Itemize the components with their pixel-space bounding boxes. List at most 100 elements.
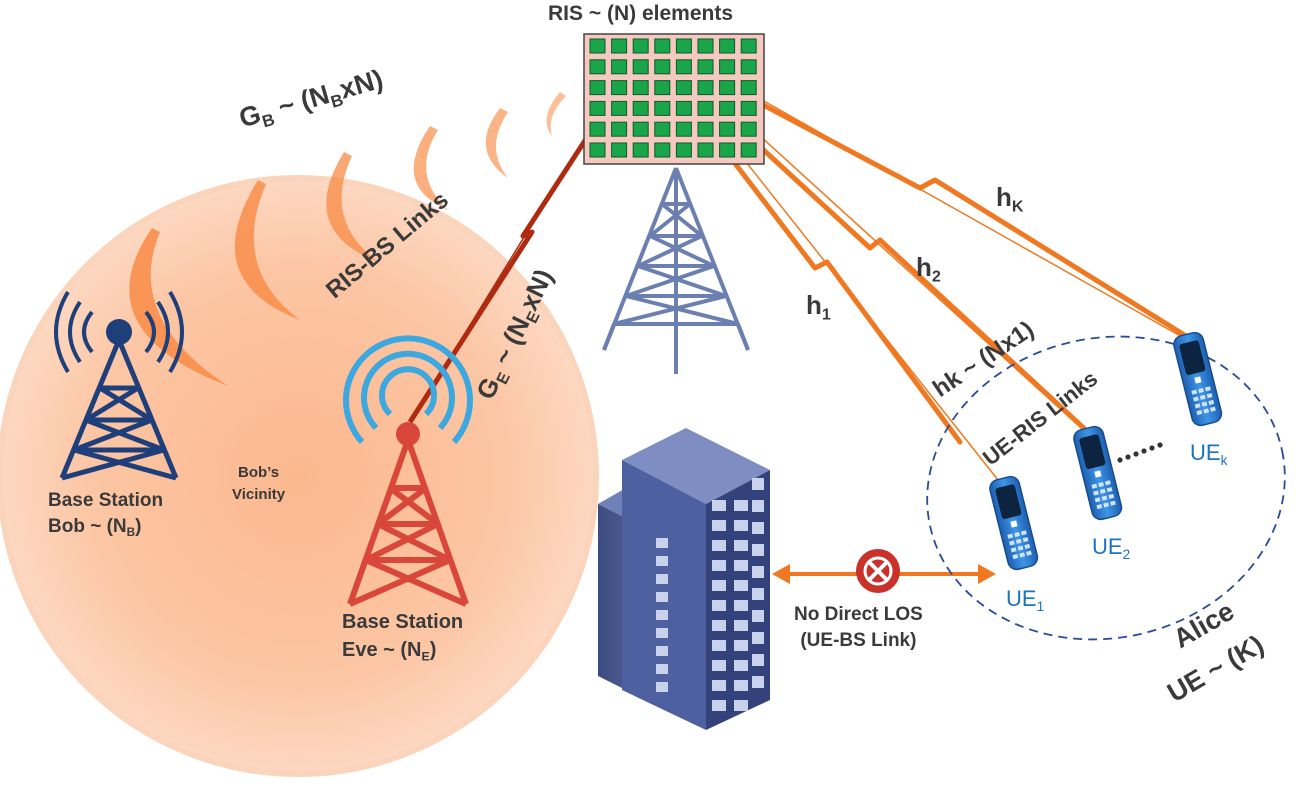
ris-element (675, 59, 692, 75)
ris-element (654, 121, 671, 137)
building-window (752, 566, 764, 578)
ris-element (719, 38, 736, 54)
ris-element (740, 38, 757, 54)
building-window (734, 580, 748, 591)
building-window (712, 520, 726, 531)
ris-element (697, 59, 714, 75)
ris-element (740, 80, 757, 96)
building-window (656, 574, 668, 584)
building-window (734, 500, 748, 511)
bob-line2-prefix: Bob ~ (N (48, 516, 127, 537)
phone-uek-icon (1173, 331, 1223, 427)
bob-vicinity-line1: Bob’s (237, 464, 280, 481)
building-window (752, 654, 764, 666)
uek-main: UE (1190, 440, 1221, 465)
ris-element (589, 142, 606, 158)
bob-tower (54, 290, 184, 481)
building-window (734, 680, 748, 691)
blocked-x-icon (856, 549, 900, 593)
ris-element (697, 121, 714, 137)
bob-label: Base Station Bob ~ (NB) (48, 488, 163, 540)
bob-line2-suffix: ) (135, 516, 142, 537)
building-window (712, 580, 726, 591)
ris-title: RIS ~ (N) elements (548, 2, 733, 26)
building-window (712, 640, 726, 651)
building-window (752, 632, 764, 644)
building-window (734, 660, 748, 671)
ue1-main: UE (1006, 586, 1037, 611)
building-window (734, 640, 748, 651)
building-window (734, 560, 748, 571)
uek-label: UEk (1190, 440, 1228, 468)
building-window (656, 628, 668, 638)
ris-element (611, 59, 628, 75)
ris-element (740, 100, 757, 116)
link-hk (679, 59, 1189, 339)
ris-element (611, 121, 628, 137)
link-h2 (665, 59, 1091, 435)
building-window (734, 540, 748, 551)
phone-ue1-icon (989, 475, 1039, 571)
ue2-main: UE (1092, 534, 1123, 559)
ris-panel (583, 33, 765, 165)
bob-line2-sub: B (126, 526, 136, 540)
building-window (752, 500, 764, 512)
no-los-line2: (UE-BS Link) (800, 630, 917, 651)
ris-element (675, 38, 692, 54)
h2-sub: 2 (931, 267, 941, 286)
building-window (656, 664, 668, 674)
ris-element (719, 59, 736, 75)
ris-element (589, 59, 606, 75)
building-window (712, 660, 726, 671)
building-window (752, 522, 764, 534)
ris-element (740, 121, 757, 137)
building-window (712, 500, 726, 511)
h1-main: h (806, 290, 822, 320)
eve-line2-sub: E (421, 649, 430, 664)
ris-element (654, 38, 671, 54)
ris-element (632, 142, 649, 158)
ris-element (654, 142, 671, 158)
building-window (734, 620, 748, 631)
ris-element (675, 121, 692, 137)
eve-label-line2: Eve ~ (NE) (342, 636, 463, 664)
ris-element (675, 80, 692, 96)
eve-line2-prefix: Eve ~ (N (342, 639, 422, 661)
building-window (656, 682, 668, 692)
ris-element (589, 38, 606, 54)
eve-label-line1: Base Station (342, 611, 464, 633)
ue2-sub: 2 (1122, 546, 1131, 562)
ris-title-tilde: ~ (588, 2, 602, 25)
ris-element (589, 100, 606, 116)
building-window (734, 700, 748, 711)
ris-title-prefix: RIS (548, 2, 584, 25)
ris-element (719, 80, 736, 96)
building-window (656, 538, 668, 548)
bob-label-line2: Bob ~ (NB) (48, 514, 163, 540)
ris-element (611, 100, 628, 116)
building-window (752, 610, 764, 622)
building-window (752, 588, 764, 600)
ris-element (675, 100, 692, 116)
ris-element (611, 38, 628, 54)
building-window (656, 646, 668, 656)
ellipsis-dots (1117, 442, 1163, 463)
building-window (734, 600, 748, 611)
hk-channel-label: hK (996, 182, 1024, 215)
ris-eve-link (407, 60, 639, 424)
ris-element (740, 59, 757, 75)
ris-element (632, 121, 649, 137)
ris-element (589, 121, 606, 137)
building-window (656, 610, 668, 620)
ris-element (611, 142, 628, 158)
h2-channel-label: h2 (916, 252, 941, 286)
building-icon (598, 428, 770, 730)
building-window (712, 600, 726, 611)
ris-element (697, 100, 714, 116)
hk-main: h (996, 182, 1012, 212)
phone-ue2-icon (1073, 425, 1123, 521)
uek-sub: k (1220, 452, 1228, 468)
alice-cluster-ellipse (926, 335, 1286, 641)
ris-element (675, 142, 692, 158)
